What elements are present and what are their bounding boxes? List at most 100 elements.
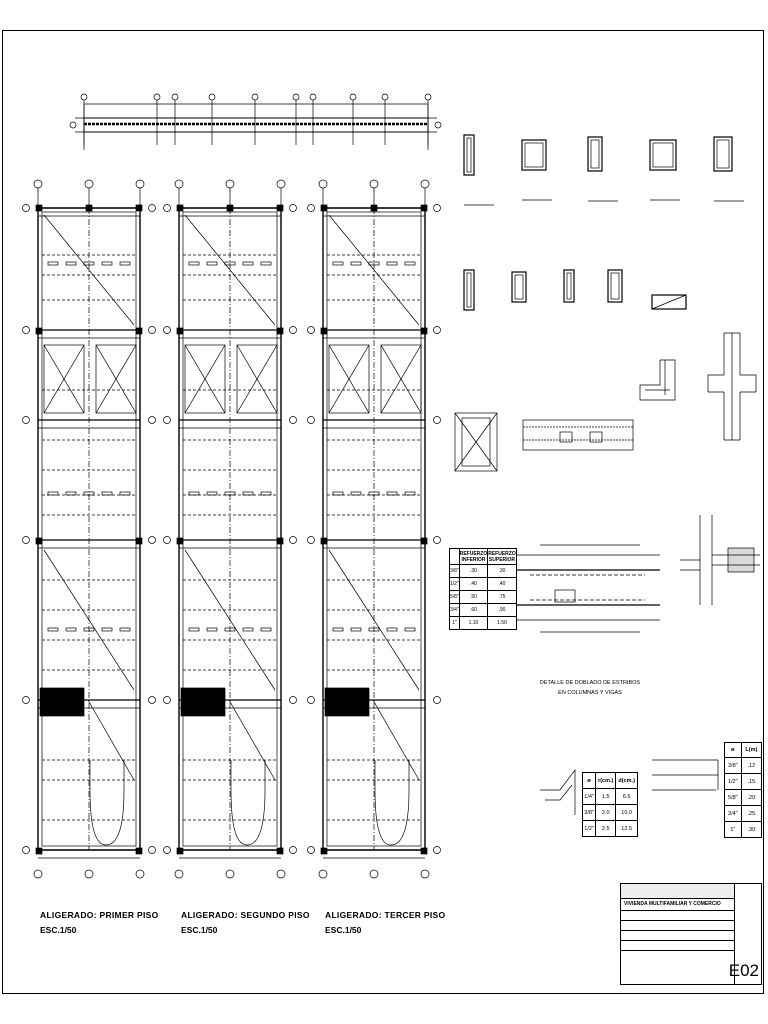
axis-marker: [307, 416, 315, 424]
axis-marker: [22, 204, 30, 212]
table-cell: 3/8": [724, 757, 742, 774]
axis-marker: [208, 93, 216, 101]
column-stirrup: [514, 274, 524, 300]
rebar-mark: [47, 627, 59, 632]
axis-marker: [318, 179, 328, 189]
project-title: VIVIENDA MULTIFAMILIAR Y COMERCIO: [624, 901, 721, 907]
slab-diagonal: [328, 214, 420, 326]
axis-marker: [135, 869, 145, 879]
rebar-mark: [206, 261, 218, 266]
stair-section-detail: [454, 412, 498, 472]
axis-marker: [148, 204, 156, 212]
rebar-mark: [368, 627, 380, 632]
axis-marker: [22, 696, 30, 704]
axis-marker: [309, 93, 317, 101]
table-cell: 5/8": [724, 789, 742, 806]
void-area: [380, 344, 422, 414]
void-cross: [184, 344, 226, 414]
table-cell: 1": [724, 821, 742, 838]
stirrup-detail-subtitle: EN COLUMNAS Y VIGAS: [558, 690, 622, 696]
rebar-mark: [260, 491, 272, 496]
table-cell: .20: [740, 789, 763, 806]
table-header: ø: [724, 742, 742, 758]
axis-marker: [80, 93, 88, 101]
title-block-row: [621, 910, 735, 921]
void-area: [95, 344, 137, 414]
axis-marker: [22, 536, 30, 544]
table-cell: .30: [458, 564, 489, 578]
table-cell: .30: [740, 821, 763, 838]
column: [135, 327, 143, 335]
axis-marker: [276, 869, 286, 879]
sheet-code: E02: [728, 961, 759, 980]
rebar-mark: [119, 261, 131, 266]
balcony-curve: [230, 789, 266, 846]
rebar-mark: [188, 491, 200, 496]
table-header: d(cm.): [615, 772, 638, 789]
axis-marker: [289, 846, 297, 854]
axis-marker: [369, 179, 379, 189]
rebar-mark: [404, 491, 416, 496]
slab-diagonal: [328, 549, 420, 691]
axis-marker: [33, 179, 43, 189]
balcony-curve: [374, 789, 410, 846]
plan-title-tercer-piso: ALIGERADO: TERCER PISO: [325, 910, 446, 920]
rebar-mark: [350, 491, 362, 496]
axis-marker: [148, 416, 156, 424]
bar-length-detail: [652, 759, 719, 791]
column-section: [587, 136, 603, 172]
column-stirrup: [652, 142, 674, 168]
void-cross: [43, 344, 85, 414]
rebar-mark: [47, 491, 59, 496]
title-block-header: [621, 884, 735, 899]
axis-marker: [318, 869, 328, 879]
column-stirrup: [466, 137, 472, 173]
axis-marker: [163, 696, 171, 704]
rebar-mark: [350, 627, 362, 632]
table-cell: 10.0: [615, 804, 638, 821]
drawing-sheet: [2, 30, 764, 994]
table-cell: 2.5: [595, 820, 617, 837]
column-sections: [463, 134, 744, 311]
column: [35, 204, 43, 212]
slab-diagonal: [43, 214, 135, 326]
rebar-mark: [224, 261, 236, 266]
axis-marker: [307, 326, 315, 334]
axis-marker: [174, 179, 184, 189]
rebar-mark: [101, 491, 113, 496]
axis-marker: [22, 326, 30, 334]
axis-marker: [289, 536, 297, 544]
title-block-project-row: VIVIENDA MULTIFAMILIAR Y COMERCIO: [621, 898, 735, 911]
rebar-mark: [368, 261, 380, 266]
column: [35, 847, 43, 855]
reinforcement-table: REFUERZO INFERIOR REFUERZO SUPERIOR 3/8"…: [449, 548, 517, 630]
title-block: VIVIENDA MULTIFAMILIAR Y COMERCIO E02: [620, 883, 762, 985]
axis-marker: [163, 326, 171, 334]
table-cell: .12: [740, 757, 763, 774]
column-section: [713, 136, 733, 172]
title-block-row: [621, 920, 735, 931]
table-cell: .90: [487, 603, 517, 617]
table-cell: .25: [740, 805, 763, 822]
rebar-mark: [119, 627, 131, 632]
column: [370, 204, 378, 212]
beam-axis-markers: [69, 93, 442, 145]
axis-marker: [22, 846, 30, 854]
axis-marker: [433, 416, 441, 424]
table-cell: 1.5: [595, 788, 617, 805]
column-joint-detail: [680, 515, 760, 605]
axis-marker: [33, 869, 43, 879]
rebar-mark: [332, 261, 344, 266]
axis-marker: [84, 179, 94, 189]
rebar-mark: [119, 491, 131, 496]
table-cell: 12.5: [615, 820, 638, 837]
column: [135, 847, 143, 855]
void-area: [328, 344, 370, 414]
rebar-mark: [260, 627, 272, 632]
axis-marker: [148, 536, 156, 544]
axis-marker: [381, 93, 389, 101]
axis-marker: [420, 869, 430, 879]
column-section: [607, 269, 623, 303]
table-cell: 1.10: [458, 616, 489, 630]
column: [176, 204, 184, 212]
